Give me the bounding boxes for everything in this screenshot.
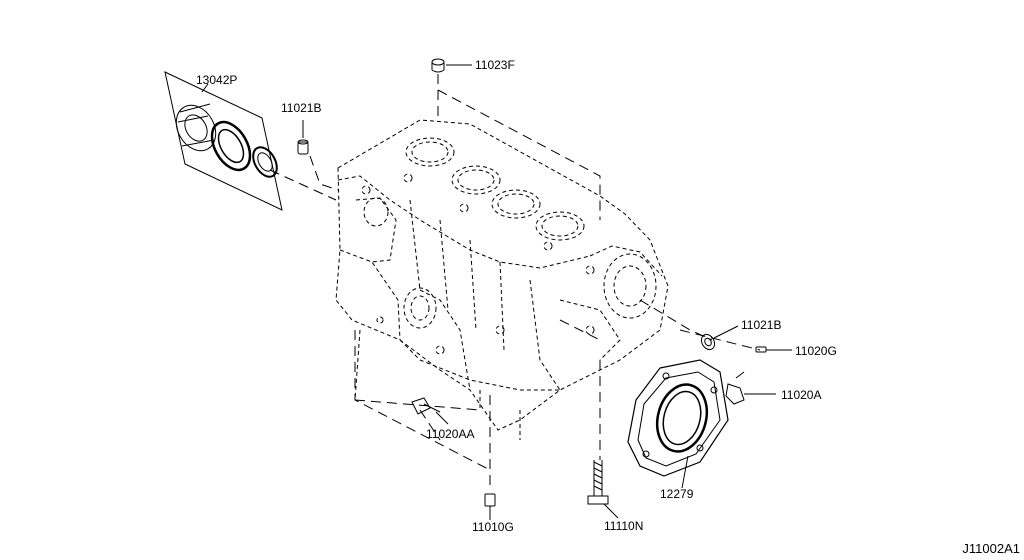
part-13042P-drawing <box>165 72 282 210</box>
part-11020G-drawing <box>756 347 792 352</box>
label-11020AA: 11020AA <box>426 427 475 441</box>
label-11021B-lower: 11021B <box>741 318 782 332</box>
part-11023F-drawing <box>432 59 472 72</box>
label-11020G: 11020G <box>795 344 837 358</box>
diagram-reference-code: J11002A1 <box>962 541 1020 556</box>
part-11021B-upper-drawing <box>298 120 308 154</box>
part-12279-drawing <box>628 360 728 488</box>
part-11021B-lower-drawing <box>699 326 738 352</box>
part-11110N-drawing <box>588 460 618 518</box>
dashed-projection-lines <box>270 74 760 490</box>
label-11110N: 11110N <box>604 519 644 533</box>
label-13042P: 13042P <box>196 73 238 87</box>
label-11020A: 11020A <box>781 388 822 402</box>
part-11020AA-drawing <box>412 398 448 424</box>
label-11010G: 11010G <box>472 520 514 534</box>
label-11023F: 11023F <box>475 58 515 72</box>
label-12279: 12279 <box>660 487 694 501</box>
part-11010G-drawing <box>485 494 495 520</box>
part-11020A-drawing <box>726 372 776 404</box>
engine-block-drawing <box>336 120 668 440</box>
label-11021B-upper: 11021B <box>281 101 322 115</box>
